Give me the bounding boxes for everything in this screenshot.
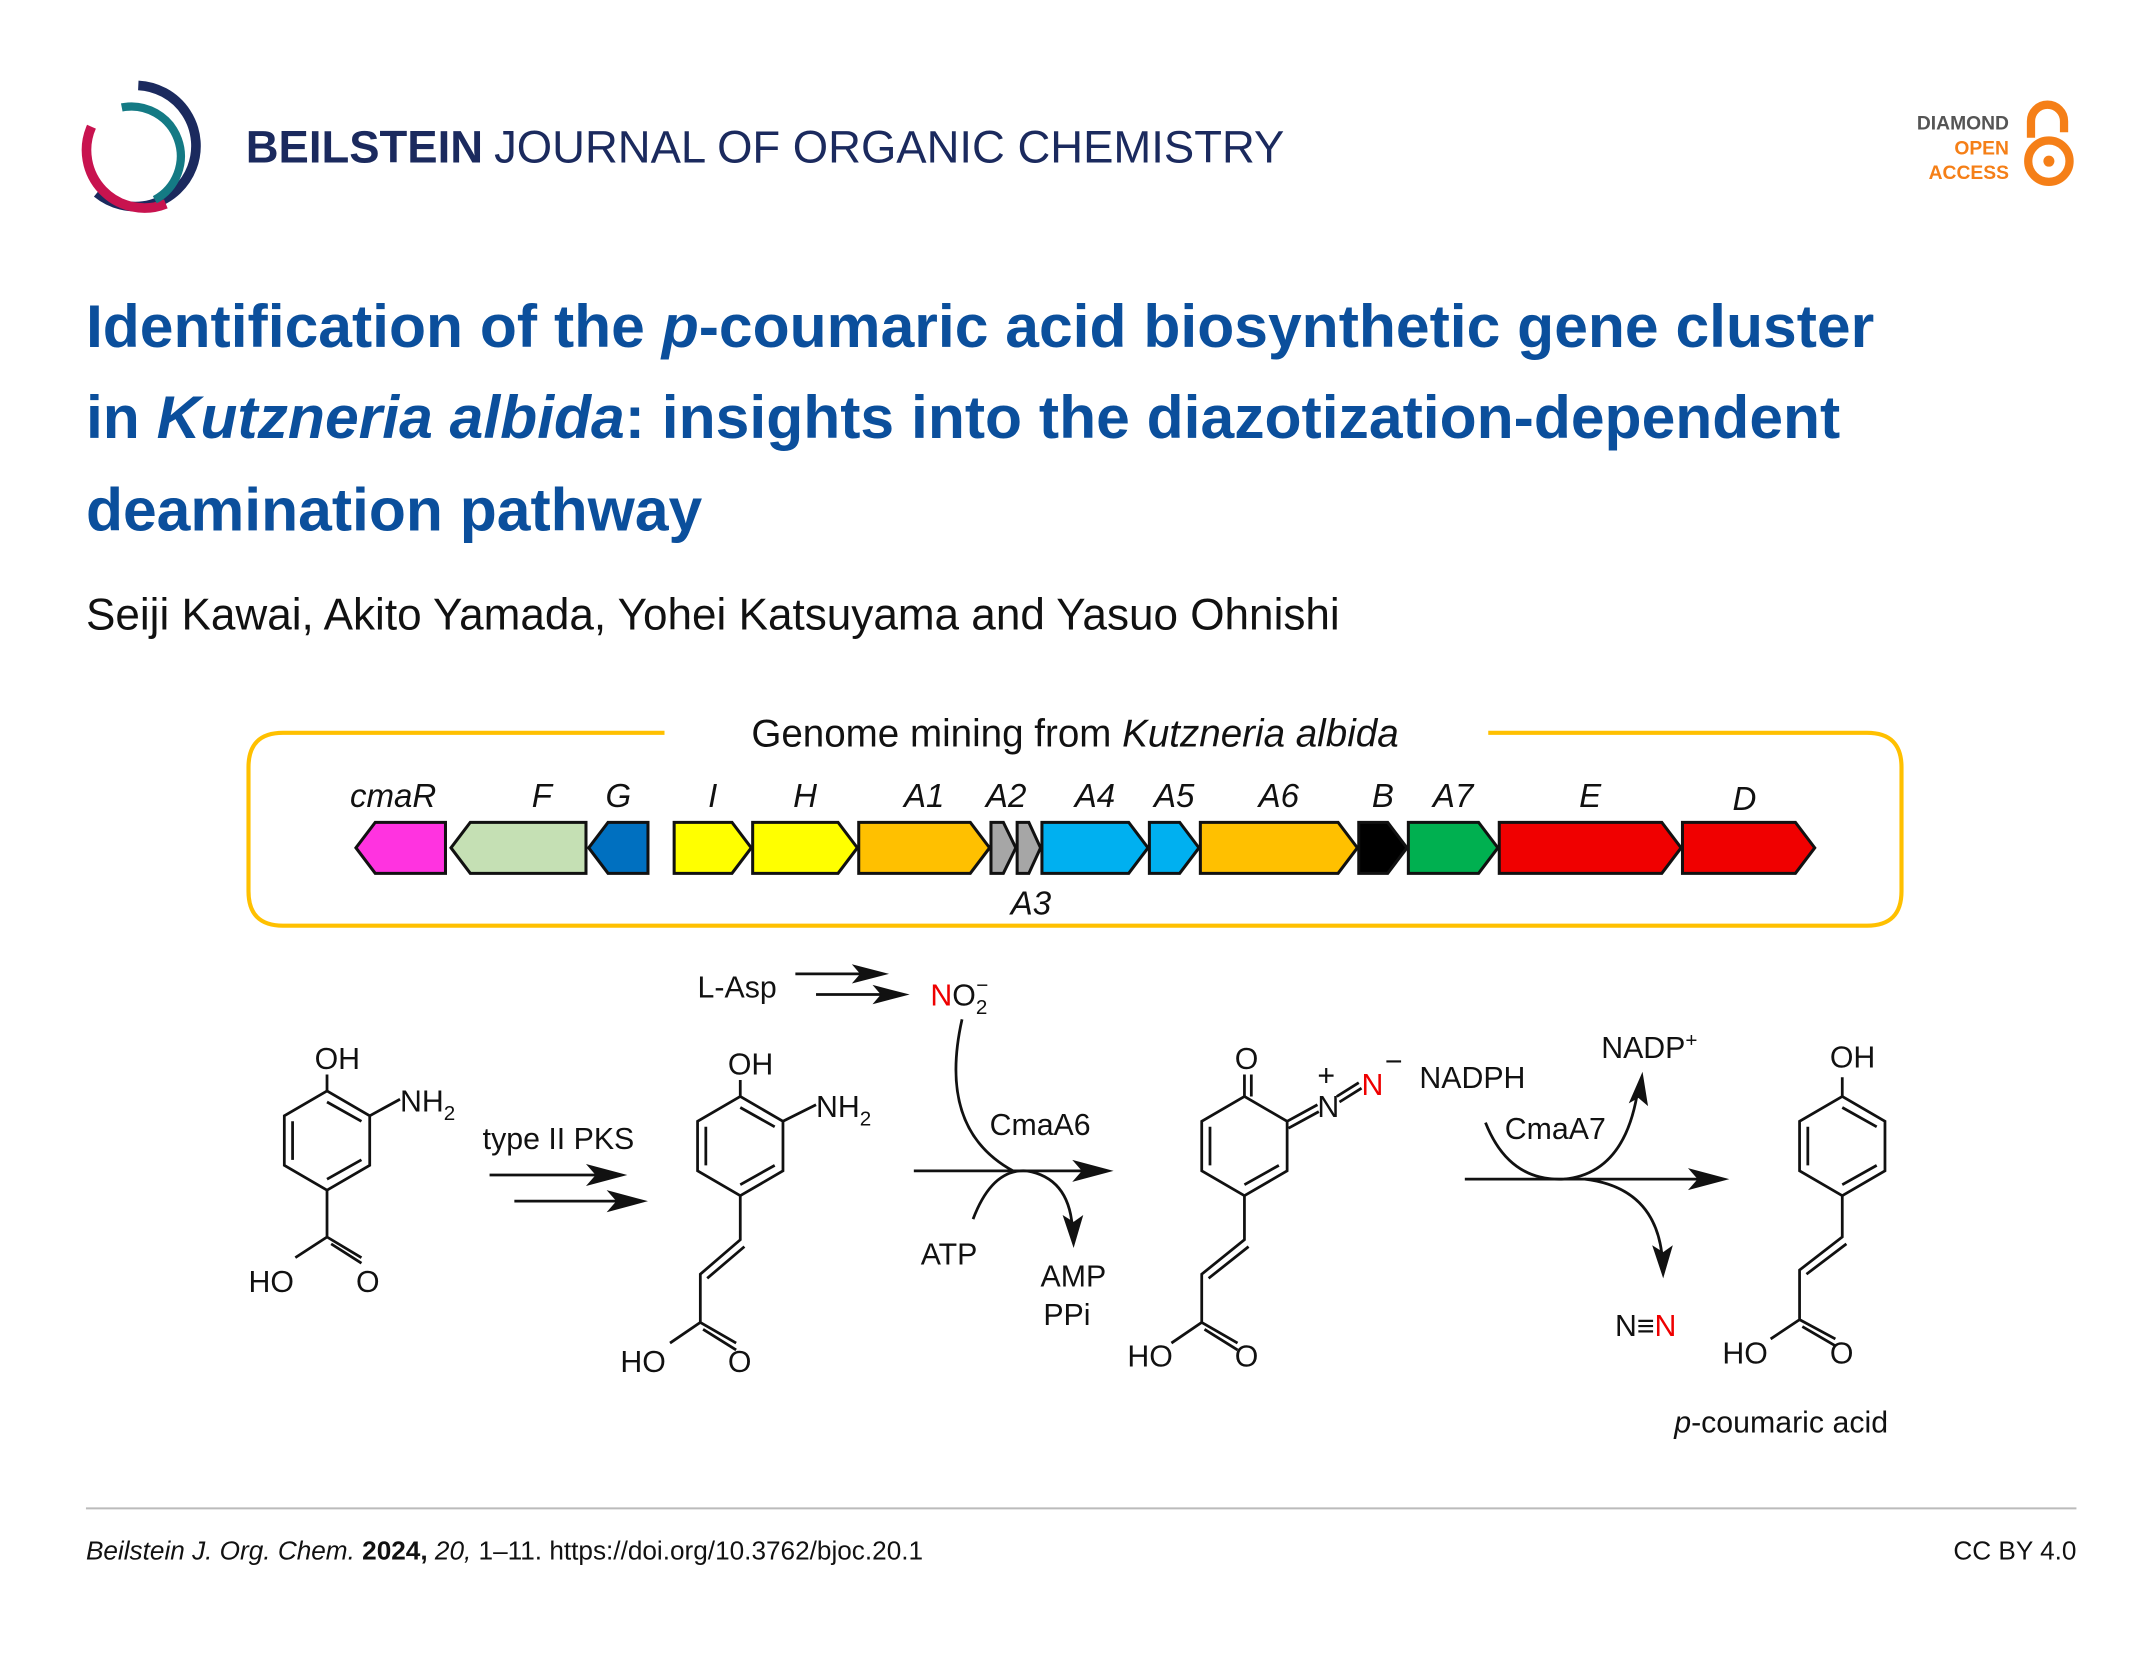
gene-arrow-F xyxy=(449,820,588,875)
svg-text:deamination pathway: deamination pathway xyxy=(86,475,703,543)
svg-text:L-Asp: L-Asp xyxy=(698,971,777,1004)
svg-text:O: O xyxy=(1830,1338,1854,1371)
svg-text:type II PKS: type II PKS xyxy=(483,1123,635,1156)
svg-text:O: O xyxy=(1235,1340,1259,1373)
svg-text:OPEN: OPEN xyxy=(1954,138,2009,159)
reaction-scheme: OH NH2 HO O type II PKS OH NH2 HO O L-As… xyxy=(249,964,1888,1440)
svg-text:NADP+: NADP+ xyxy=(1601,1029,1697,1065)
svg-text:p-coumaric acid: p-coumaric acid xyxy=(1673,1407,1888,1440)
svg-text:NO2−: NO2− xyxy=(930,974,988,1019)
molecule-3-amino-4-hydroxycinnamic-acid: OH NH2 HO O xyxy=(620,1048,871,1379)
gene-arrow-A3 xyxy=(1015,820,1043,875)
svg-text:ACCESS: ACCESS xyxy=(1929,163,2009,184)
svg-text:HO: HO xyxy=(1722,1338,1767,1371)
svg-text:DIAMOND: DIAMOND xyxy=(1917,113,2009,134)
gene-arrow-H xyxy=(751,820,860,875)
svg-text:OH: OH xyxy=(1830,1042,1875,1075)
gene-cluster-box: Genome mining from Kutzneria albida cmaR… xyxy=(246,713,1904,928)
svg-text:in Kutzneria albida: insights: in Kutzneria albida: insights into the d… xyxy=(86,383,1840,451)
gene-label-A1: A1 xyxy=(902,778,944,815)
gene-label-A2: A2 xyxy=(984,778,1026,815)
svg-text:HO: HO xyxy=(620,1346,665,1379)
molecule-p-coumaric-acid: OH HO O p-coumaric acid xyxy=(1673,1042,1888,1440)
gene-label-A3: A3 xyxy=(1009,886,1052,923)
gene-label-G: G xyxy=(605,778,631,815)
pks-arrows: type II PKS xyxy=(483,1123,648,1213)
svg-text:CmaA6: CmaA6 xyxy=(990,1109,1091,1142)
svg-text:OH: OH xyxy=(728,1048,773,1081)
molecule-3-amino-4-hydroxybenzoic-acid: OH NH2 HO O xyxy=(249,1043,456,1299)
license: CC BY 4.0 xyxy=(1953,1535,2076,1565)
gene-arrow-A7 xyxy=(1406,820,1500,875)
svg-text:AMP: AMP xyxy=(1041,1261,1107,1294)
svg-text:HO: HO xyxy=(249,1266,294,1299)
svg-text:O: O xyxy=(1235,1043,1259,1076)
svg-text:NH2: NH2 xyxy=(816,1091,871,1130)
cmaa7-arrow: NADPH CmaA7 NADP+ N≡N xyxy=(1419,1029,1730,1343)
svg-text:PPi: PPi xyxy=(1043,1299,1090,1332)
gene-arrow-G xyxy=(586,820,650,875)
svg-text:N: N xyxy=(1362,1069,1384,1102)
svg-text:CmaA7: CmaA7 xyxy=(1505,1113,1606,1146)
diamond-open-access-badge: DIAMOND OPEN ACCESS xyxy=(1917,100,2074,186)
svg-text:Identification of the p-coumar: Identification of the p-coumaric acid bi… xyxy=(86,292,1874,360)
gene-label-A6: A6 xyxy=(1257,778,1300,815)
gene-arrow-I xyxy=(672,820,754,875)
authors: Seiji Kawai, Akito Yamada, Yohei Katsuya… xyxy=(86,591,1340,640)
gene-arrow-cmaR xyxy=(354,820,447,875)
gene-label-I: I xyxy=(708,778,717,815)
gene-arrow-E xyxy=(1497,820,1684,875)
gene-arrow-A2 xyxy=(989,820,1018,875)
svg-text:O: O xyxy=(356,1266,380,1299)
svg-text:Genome mining from Kutzneria a: Genome mining from Kutzneria albida xyxy=(751,713,1398,756)
molecule-diazoquinone: O N + N − HO O xyxy=(1127,1043,1402,1374)
svg-text:−: − xyxy=(1385,1046,1403,1079)
gene-arrow-A6 xyxy=(1198,820,1360,875)
svg-text:N: N xyxy=(1317,1091,1339,1124)
gene-label-A4: A4 xyxy=(1073,778,1115,815)
gene-label-A7: A7 xyxy=(1431,778,1475,815)
gene-arrow-A1 xyxy=(857,820,992,875)
gene-label-H: H xyxy=(793,778,817,815)
gene-arrow-A4 xyxy=(1040,820,1150,875)
citation: Beilstein J. Org. Chem. 2024, 20, 1–11. … xyxy=(86,1535,923,1565)
nitrite-formation: L-Asp NO2− xyxy=(698,964,1014,1173)
beilstein-logo-icon xyxy=(81,80,201,213)
gene-label-cmaR: cmaR xyxy=(350,778,436,815)
gene-label-F: F xyxy=(532,778,554,815)
article-title: Identification of the p-coumaric acid bi… xyxy=(86,292,1874,543)
cmaa6-arrow: CmaA6 ATP AMP PPi xyxy=(913,1109,1114,1332)
svg-text:NH2: NH2 xyxy=(400,1086,455,1125)
gene-arrow-A5 xyxy=(1147,820,1201,875)
open-lock-icon xyxy=(2024,100,2074,186)
svg-text:OH: OH xyxy=(315,1043,360,1076)
svg-text:ATP: ATP xyxy=(921,1239,978,1272)
svg-text:N≡N: N≡N xyxy=(1615,1310,1676,1343)
gene-arrow-B xyxy=(1357,820,1409,875)
svg-text:+: + xyxy=(1317,1059,1335,1092)
svg-text:NADPH: NADPH xyxy=(1419,1062,1525,1095)
svg-text:HO: HO xyxy=(1127,1340,1172,1373)
gene-label-B: B xyxy=(1372,778,1394,815)
gene-label-E: E xyxy=(1579,778,1602,815)
gene-label-D: D xyxy=(1733,781,1757,818)
gene-arrow-D xyxy=(1680,820,1817,875)
svg-text:O: O xyxy=(728,1346,752,1379)
gene-label-A5: A5 xyxy=(1152,778,1195,815)
